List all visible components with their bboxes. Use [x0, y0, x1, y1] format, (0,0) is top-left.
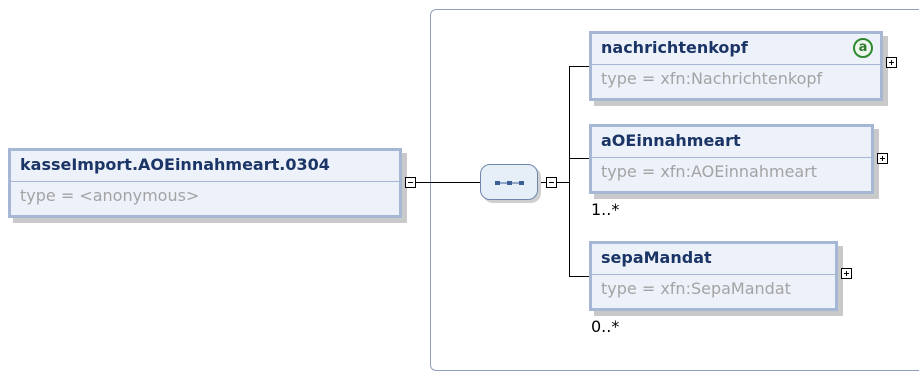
sequence-icon	[495, 181, 524, 185]
connector-branch-aoeinnahmeart	[569, 158, 589, 159]
child-element-aoeinnahmeart[interactable]: aOEinnahmeart type = xfn:AOEinnahmeart	[589, 124, 874, 194]
child-element-type: type = xfn:Nachrichtenkopf	[601, 69, 823, 88]
child-element-sepamandat[interactable]: sepaMandat type = xfn:SepaMandat	[589, 241, 838, 311]
connector-root-seq	[416, 182, 480, 183]
sequence-collapse-toggle[interactable]	[546, 177, 557, 188]
child-element-name: aOEinnahmeart	[601, 131, 741, 150]
child-element-nachrichtenkopf[interactable]: nachrichtenkopf a type = xfn:Nachrichten…	[589, 31, 883, 101]
root-element-name: kasseImport.AOEinnahmeart.0304	[20, 155, 330, 174]
nachrichtenkopf-expand-toggle[interactable]	[886, 57, 897, 68]
sepamandat-expand-toggle[interactable]	[841, 268, 852, 279]
connector-toggle-trunk	[557, 182, 569, 183]
connector-branch-nachrichtenkopf	[569, 66, 589, 67]
child-element-type: type = xfn:SepaMandat	[601, 279, 791, 298]
cardinality-label: 1..*	[591, 200, 620, 219]
root-element-title-bar: kasseImport.AOEinnahmeart.0304	[11, 151, 399, 182]
child-element-name: nachrichtenkopf	[601, 38, 748, 57]
connector-trunk	[569, 66, 570, 277]
root-collapse-toggle[interactable]	[405, 177, 416, 188]
connector-seq-toggle	[538, 182, 546, 183]
child-element-type: type = xfn:AOEinnahmeart	[601, 162, 818, 181]
child-title-bar: aOEinnahmeart	[592, 127, 871, 158]
root-element-type: type = <anonymous>	[20, 186, 200, 205]
connector-branch-sepamandat	[569, 276, 589, 277]
aoeinnahmeart-expand-toggle[interactable]	[877, 153, 888, 164]
attribute-icon: a	[853, 38, 873, 58]
child-title-bar: nachrichtenkopf	[592, 34, 880, 65]
child-element-name: sepaMandat	[601, 248, 712, 267]
sequence-compositor[interactable]	[480, 164, 538, 200]
cardinality-label: 0..*	[591, 317, 620, 336]
root-element-box[interactable]: kasseImport.AOEinnahmeart.0304 type = <a…	[8, 148, 402, 218]
child-title-bar: sepaMandat	[592, 244, 835, 275]
